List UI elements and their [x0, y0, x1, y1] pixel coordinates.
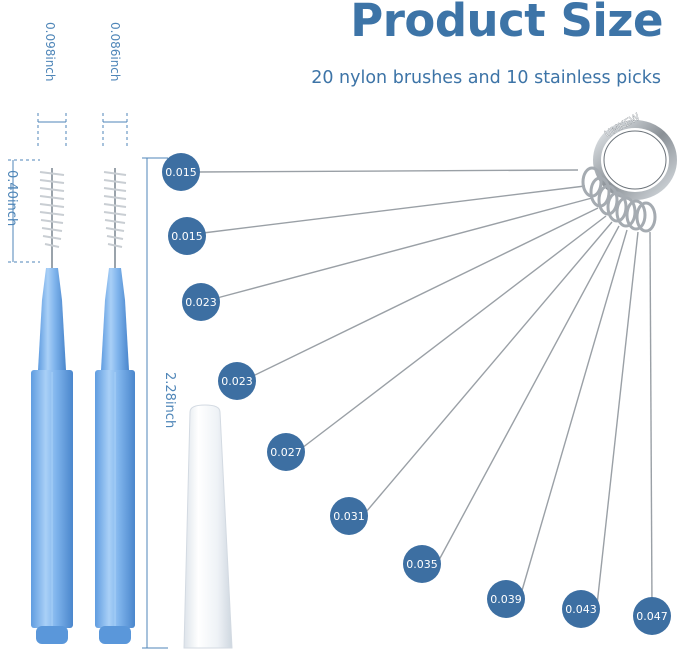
dimension-label-tip-1: 0.098inch: [43, 22, 57, 82]
pick-size-badge: 0.023: [182, 283, 220, 321]
pick-size-badge: 0.039: [487, 580, 525, 618]
pick-size-badge: 0.015: [162, 153, 200, 191]
pick-wires: [196, 169, 653, 609]
nylon-brush-2: [95, 168, 135, 644]
pick-size-badge: 0.043: [562, 590, 600, 628]
pick-size-badge: 0.023: [218, 362, 256, 400]
page-subtitle: 20 nylon brushes and 10 stainless picks: [311, 68, 661, 88]
pick-size-badge: 0.047: [633, 597, 671, 635]
pick-size-badge: 0.035: [403, 545, 441, 583]
dimension-label-tip-2: 0.086inch: [108, 22, 122, 82]
dimension-label-brush-length: 0.40inch: [4, 170, 19, 227]
page-title: Product Size: [350, 0, 663, 47]
dimension-label-total-length: 2.28inch: [162, 372, 177, 429]
pick-size-badge: 0.015: [168, 217, 206, 255]
protective-cap: [183, 404, 233, 649]
key-ring-icon: UMKEW: [581, 112, 677, 233]
pick-size-badge: 0.031: [330, 497, 368, 535]
dimension-lines: [8, 113, 168, 649]
nylon-brush-1: [31, 168, 73, 644]
pick-size-badge: 0.027: [267, 433, 305, 471]
